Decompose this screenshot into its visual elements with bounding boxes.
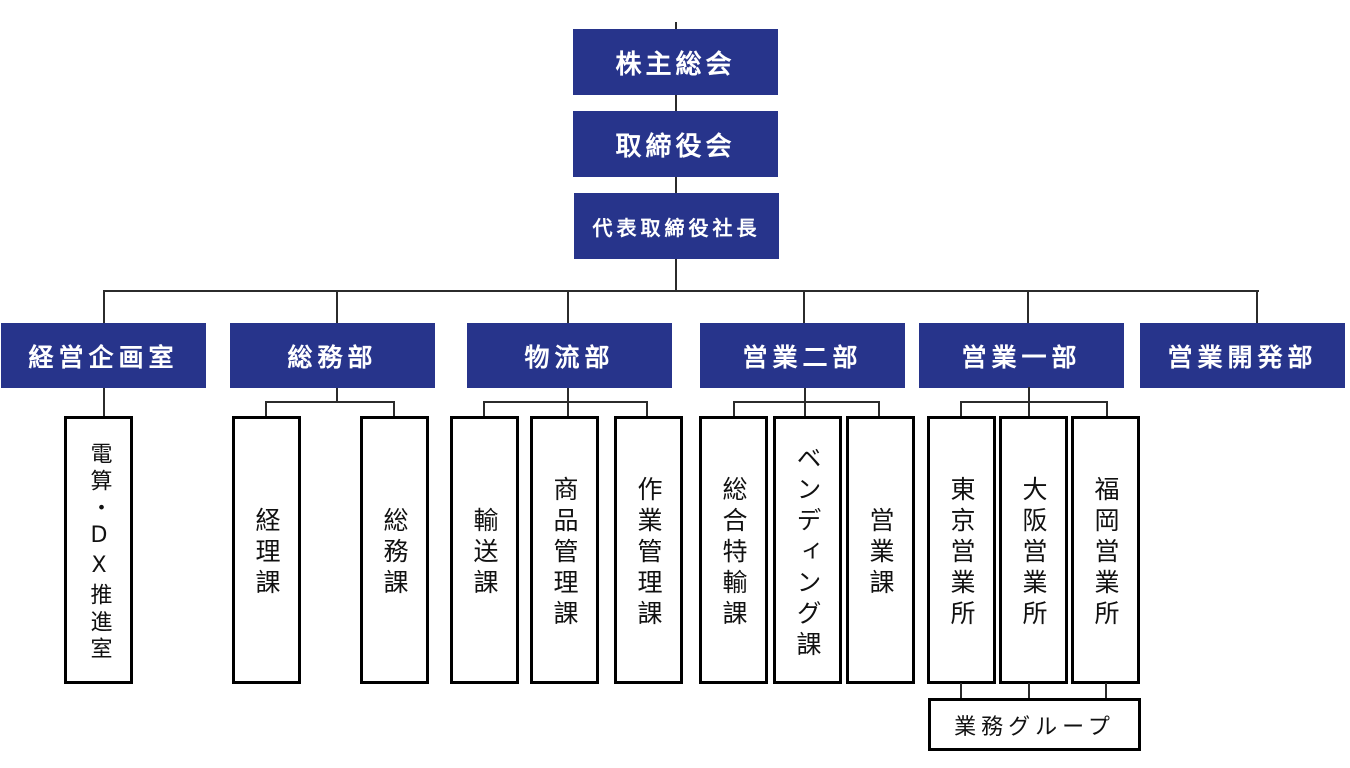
connector-sub	[265, 401, 267, 416]
connector-department-bus	[103, 290, 1259, 292]
box-label: 取締役会	[615, 131, 736, 162]
section-label: ベンディング課	[793, 444, 822, 662]
dept-label: 営業開発部	[1167, 342, 1318, 372]
connector-drop	[567, 290, 569, 323]
connector-sub-bus	[733, 401, 880, 403]
section-label: 大阪営業所	[1019, 475, 1048, 631]
section-transport: 輸送課	[450, 416, 519, 684]
section-sales: 営業課	[846, 416, 915, 684]
connector-sub-bus	[483, 401, 648, 403]
section-label: 営業課	[866, 506, 895, 600]
dept-sales-1: 営業一部	[919, 323, 1124, 388]
section-label: 作業管理課	[634, 475, 663, 631]
section-it-dx-promotion: 電算・DX推進室	[64, 416, 133, 684]
connector-sub	[1106, 401, 1108, 416]
section-general-affairs: 総務課	[360, 416, 429, 684]
dept-label: 物流部	[524, 342, 615, 372]
connector-sub	[878, 401, 880, 416]
section-label: 福岡営業所	[1091, 475, 1120, 631]
box-label: 株主総会	[615, 49, 736, 80]
connector-sub	[336, 388, 338, 402]
section-operations-management: 作業管理課	[614, 416, 683, 684]
box-board-of-directors: 取締役会	[573, 111, 778, 177]
section-fukuoka-office: 福岡営業所	[1071, 416, 1140, 684]
section-accounting: 経理課	[232, 416, 301, 684]
connector-sub	[483, 401, 485, 416]
connector-sub-bus	[960, 401, 1108, 403]
connector-sub-bus	[265, 401, 395, 403]
section-label: 東京営業所	[947, 475, 976, 631]
dept-general-affairs: 総務部	[230, 323, 435, 388]
dept-label: 経営企画室	[28, 342, 179, 372]
box-label: 代表取締役社長	[592, 215, 761, 240]
section-label: 電算・DX推進室	[86, 441, 112, 664]
connector-drop	[1256, 290, 1258, 323]
connector-sub	[733, 401, 735, 416]
box-shareholders-meeting: 株主総会	[573, 29, 778, 95]
connector-sub	[960, 401, 962, 416]
section-osaka-office: 大阪営業所	[999, 416, 1068, 684]
section-label: 総務課	[380, 506, 409, 600]
group-operations: 業務グループ	[928, 698, 1141, 751]
dept-label: 総務部	[287, 342, 378, 372]
section-label: 総合特輸課	[719, 475, 748, 631]
dept-corporate-planning: 経営企画室	[1, 323, 206, 388]
box-president: 代表取締役社長	[574, 193, 779, 259]
dept-sales-2: 営業二部	[700, 323, 905, 388]
section-label: 輸送課	[470, 506, 499, 600]
group-label: 業務グループ	[954, 714, 1115, 740]
connector-group	[1105, 683, 1107, 698]
connector-sub	[103, 388, 105, 416]
section-label: 商品管理課	[550, 475, 579, 631]
dept-label: 営業一部	[961, 342, 1082, 372]
connector-drop	[1027, 290, 1029, 323]
connector-drop	[103, 290, 105, 323]
connector-drop	[336, 290, 338, 323]
section-special-transport: 総合特輸課	[699, 416, 768, 684]
dept-logistics: 物流部	[467, 323, 672, 388]
section-vending: ベンディング課	[773, 416, 842, 684]
connector-sub	[646, 401, 648, 416]
section-product-management: 商品管理課	[530, 416, 599, 684]
dept-sales-development: 営業開発部	[1140, 323, 1345, 388]
connector-drop	[803, 290, 805, 323]
connector-sub	[393, 401, 395, 416]
section-label: 経理課	[252, 506, 281, 600]
section-tokyo-office: 東京営業所	[927, 416, 996, 684]
connector-group	[960, 683, 962, 698]
dept-label: 営業二部	[742, 342, 863, 372]
connector-group	[1028, 683, 1030, 698]
